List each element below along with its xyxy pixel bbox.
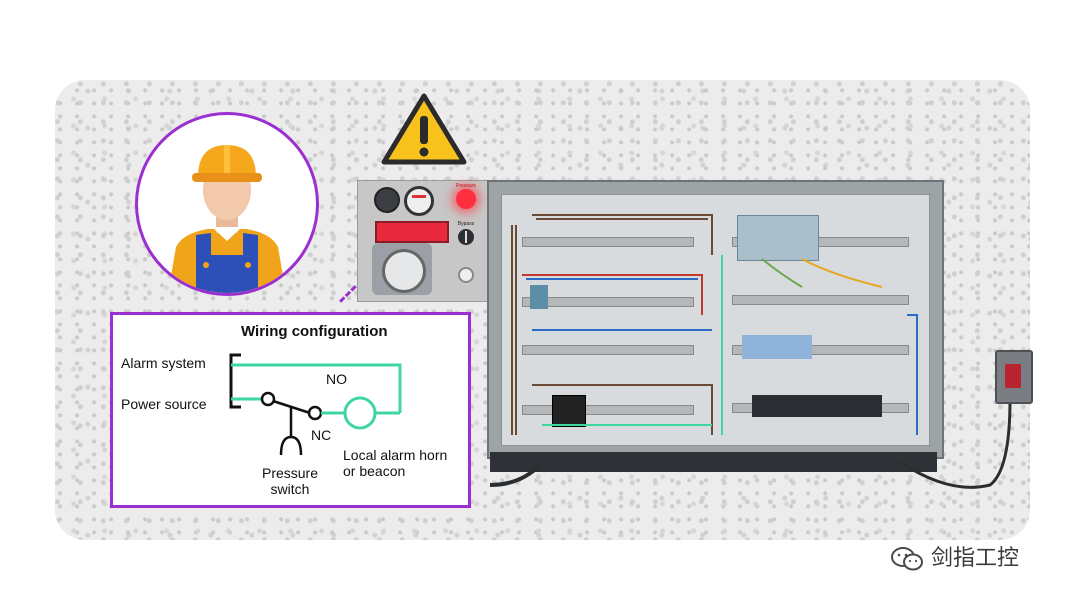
din-rail	[732, 237, 909, 247]
enclosure-wiring	[511, 214, 918, 435]
din-rail	[522, 345, 694, 355]
transformer	[552, 395, 586, 427]
enclosure-backplate	[501, 194, 930, 446]
photoelectric-sensor	[995, 350, 1033, 404]
bypass-label: Bypass	[457, 221, 475, 227]
wiring-schematic	[229, 353, 402, 456]
normally-closed-label: NC	[311, 427, 332, 443]
pressure-switch-label: Pressure switch	[261, 465, 319, 497]
valve-housing	[372, 243, 432, 295]
worker-avatar	[135, 112, 319, 296]
cables	[489, 399, 1012, 489]
normally-open-label: NO	[326, 371, 347, 387]
terminal-block	[742, 335, 812, 359]
control-panel: Pressure Bypass	[357, 180, 489, 302]
din-rail	[522, 237, 694, 247]
wiring-title: Wiring configuration	[241, 323, 388, 340]
pressure-gauge	[404, 186, 434, 216]
electrical-enclosure	[487, 180, 944, 459]
bypass-selector-switch[interactable]	[458, 229, 474, 245]
din-rail	[522, 297, 694, 307]
power-source-label: Power source	[121, 396, 207, 412]
black-push-button[interactable]	[374, 187, 400, 213]
reset-button[interactable]	[458, 267, 474, 283]
din-rail	[522, 405, 694, 415]
pressure-alarm-lamp	[456, 189, 476, 209]
watermark-text: 剑指工控	[931, 546, 1020, 571]
watermark: 剑指工控	[890, 540, 1019, 572]
wechat-icon	[891, 547, 923, 571]
warning-triangle-icon	[381, 93, 467, 165]
alarm-horn-label: Local alarm horn or beacon	[343, 447, 448, 479]
din-rail	[732, 345, 909, 355]
worker-hard-hat-icon	[168, 145, 286, 293]
alarm-system-label: Alarm system	[121, 355, 206, 371]
power-supply	[530, 285, 548, 309]
wiring-configuration-panel: Wiring configuration Alarm system Power …	[110, 312, 471, 508]
relay-bank	[752, 395, 882, 417]
enclosure-base	[490, 452, 937, 472]
red-display	[375, 221, 449, 243]
plc-module	[737, 215, 819, 261]
pressure-lamp-label: Pressure	[455, 183, 476, 189]
din-rail	[732, 295, 909, 305]
